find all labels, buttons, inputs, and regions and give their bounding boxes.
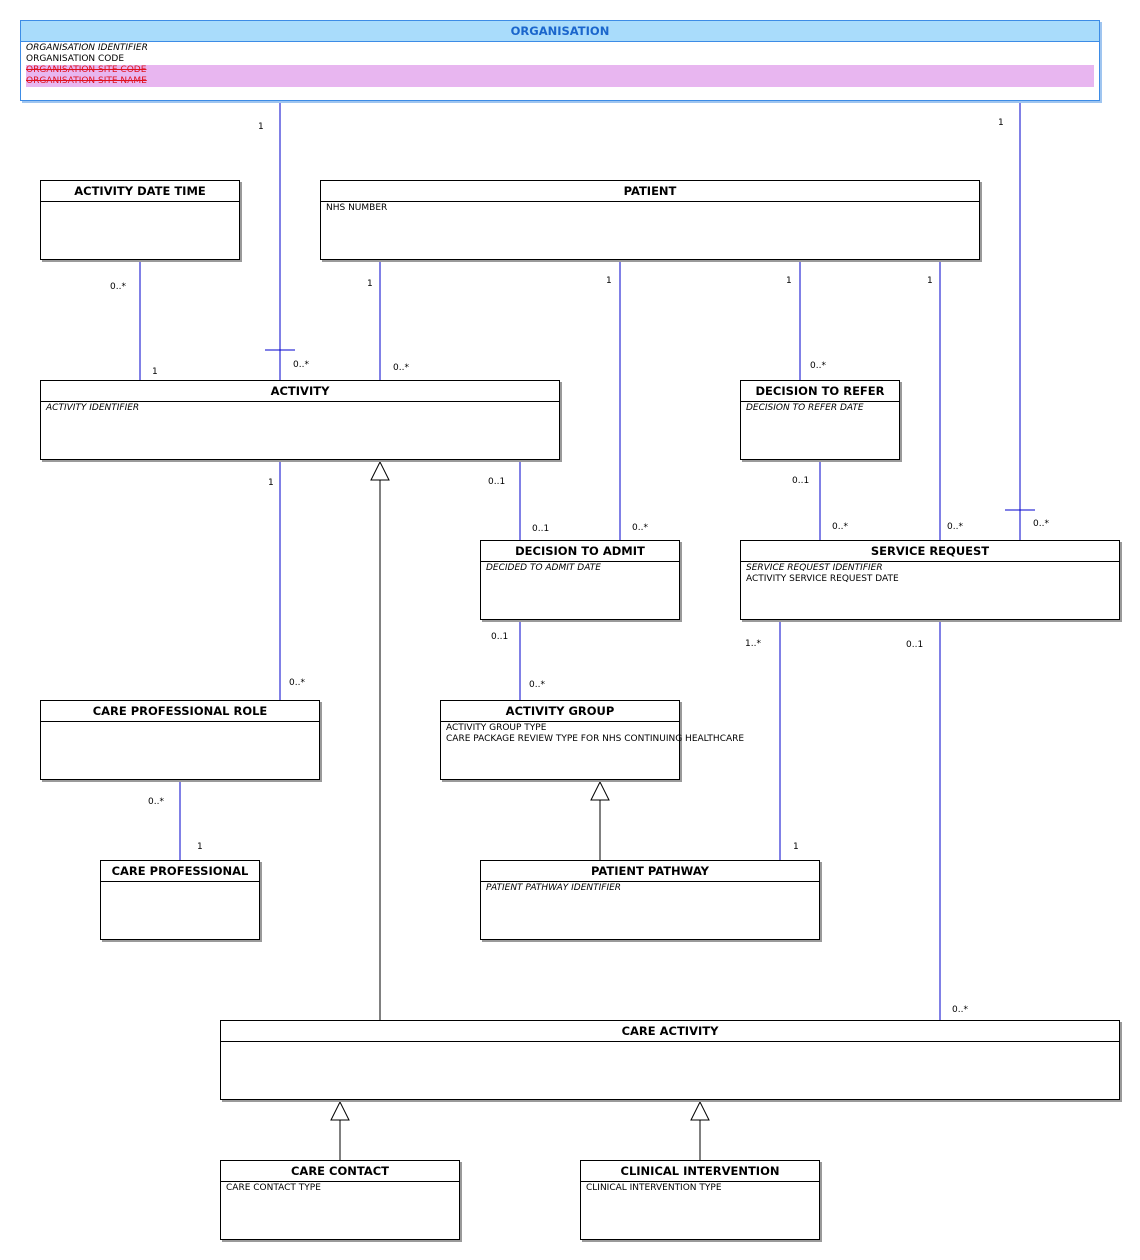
entity-title: DECISION TO REFER [741, 381, 899, 402]
entity-attribute: PATIENT PATHWAY IDENTIFIER [486, 883, 622, 893]
multiplicity-label: 1 [367, 279, 373, 289]
multiplicity-label: 1 [998, 118, 1004, 128]
entity-title: ACTIVITY [41, 381, 559, 402]
attribute-list [101, 882, 259, 884]
multiplicity-label: 1..* [745, 639, 761, 649]
multiplicity-label: 1 [152, 367, 158, 377]
multiplicity-label: 1 [268, 478, 274, 488]
entity-attribute: DECISION TO REFER DATE [746, 403, 864, 413]
entity-title: CLINICAL INTERVENTION [581, 1161, 819, 1182]
entity-attribute: ACTIVITY GROUP TYPE [446, 723, 547, 733]
entity-attribute: CLINICAL INTERVENTION TYPE [586, 1183, 722, 1193]
attribute-list [41, 202, 239, 204]
multiplicity-label: 0..* [1033, 519, 1049, 529]
entity-title: CARE ACTIVITY [221, 1021, 1119, 1042]
attribute-list [41, 722, 319, 724]
entity-attribute: SERVICE REQUEST IDENTIFIER [746, 563, 883, 573]
entity-care-professional-role[interactable]: CARE PROFESSIONAL ROLE [40, 700, 320, 780]
entity-attribute: CARE CONTACT TYPE [226, 1183, 321, 1193]
entity-title: PATIENT PATHWAY [481, 861, 819, 882]
entity-title: SERVICE REQUEST [741, 541, 1119, 562]
attribute-list: DECISION TO REFER DATE [741, 402, 899, 415]
entity-attribute: ACTIVITY SERVICE REQUEST DATE [746, 574, 899, 584]
multiplicity-label: 0..* [947, 522, 963, 532]
entity-attribute: ACTIVITY IDENTIFIER [46, 403, 140, 413]
entity-title: DECISION TO ADMIT [481, 541, 679, 562]
entity-activity-date-time[interactable]: ACTIVITY DATE TIME [40, 180, 240, 260]
multiplicity-label: 0..* [110, 282, 126, 292]
entity-attribute: ORGANISATION CODE [26, 54, 125, 64]
multiplicity-label: 0..1 [792, 476, 810, 486]
generalization-arrowhead [690, 1100, 710, 1121]
entity-title: CARE CONTACT [221, 1161, 459, 1182]
generalization-arrowhead [590, 780, 610, 801]
multiplicity-label: 0..* [293, 360, 309, 370]
multiplicity-label: 0..1 [532, 524, 550, 534]
attribute-list: DECIDED TO ADMIT DATE [481, 562, 679, 575]
multiplicity-label: 0..* [148, 797, 164, 807]
attribute-list: NHS NUMBER [321, 202, 979, 215]
entity-care-professional[interactable]: CARE PROFESSIONAL [100, 860, 260, 940]
multiplicity-label: 0..* [632, 523, 648, 533]
deprecated-attribute: ORGANISATION SITE CODE [26, 65, 1094, 76]
attribute-list: CARE CONTACT TYPE [221, 1182, 459, 1195]
multiplicity-label: 0..* [393, 363, 409, 373]
attribute-list [221, 1042, 1119, 1044]
deprecated-attribute: ORGANISATION SITE NAME [26, 76, 1094, 87]
multiplicity-label: 0..1 [906, 640, 924, 650]
entity-title: ORGANISATION [21, 21, 1099, 42]
entity-attribute: ORGANISATION IDENTIFIER [26, 43, 148, 53]
entity-care-activity[interactable]: CARE ACTIVITY [220, 1020, 1120, 1100]
entity-title: CARE PROFESSIONAL ROLE [41, 701, 319, 722]
attribute-list: PATIENT PATHWAY IDENTIFIER [481, 882, 819, 895]
entity-attribute: DECIDED TO ADMIT DATE [486, 563, 601, 573]
multiplicity-label: 0..* [529, 680, 545, 690]
entity-title: PATIENT [321, 181, 979, 202]
multiplicity-label: 0..* [952, 1005, 968, 1015]
entity-title: CARE PROFESSIONAL [101, 861, 259, 882]
multiplicity-label: 0..1 [488, 477, 506, 487]
multiplicity-label: 1 [786, 276, 792, 286]
multiplicity-label: 1 [927, 276, 933, 286]
generalization-arrowhead [370, 460, 390, 481]
multiplicity-label: 1 [793, 842, 799, 852]
multiplicity-label: 1 [606, 276, 612, 286]
entity-attribute: CARE PACKAGE REVIEW TYPE FOR NHS CONTINU… [446, 734, 745, 744]
multiplicity-label: 0..* [832, 522, 848, 532]
multiplicity-label: 0..1 [491, 632, 509, 642]
multiplicity-label: 0..* [289, 678, 305, 688]
entity-title: ACTIVITY GROUP [441, 701, 679, 722]
entity-attribute: NHS NUMBER [326, 203, 388, 213]
multiplicity-label: 1 [258, 122, 264, 132]
attribute-list: ACTIVITY IDENTIFIER [41, 402, 559, 415]
attribute-list: CLINICAL INTERVENTION TYPE [581, 1182, 819, 1195]
multiplicity-label: 0..* [810, 361, 826, 371]
entity-title: ACTIVITY DATE TIME [41, 181, 239, 202]
generalization-arrowhead [330, 1100, 350, 1121]
multiplicity-label: 1 [197, 842, 203, 852]
